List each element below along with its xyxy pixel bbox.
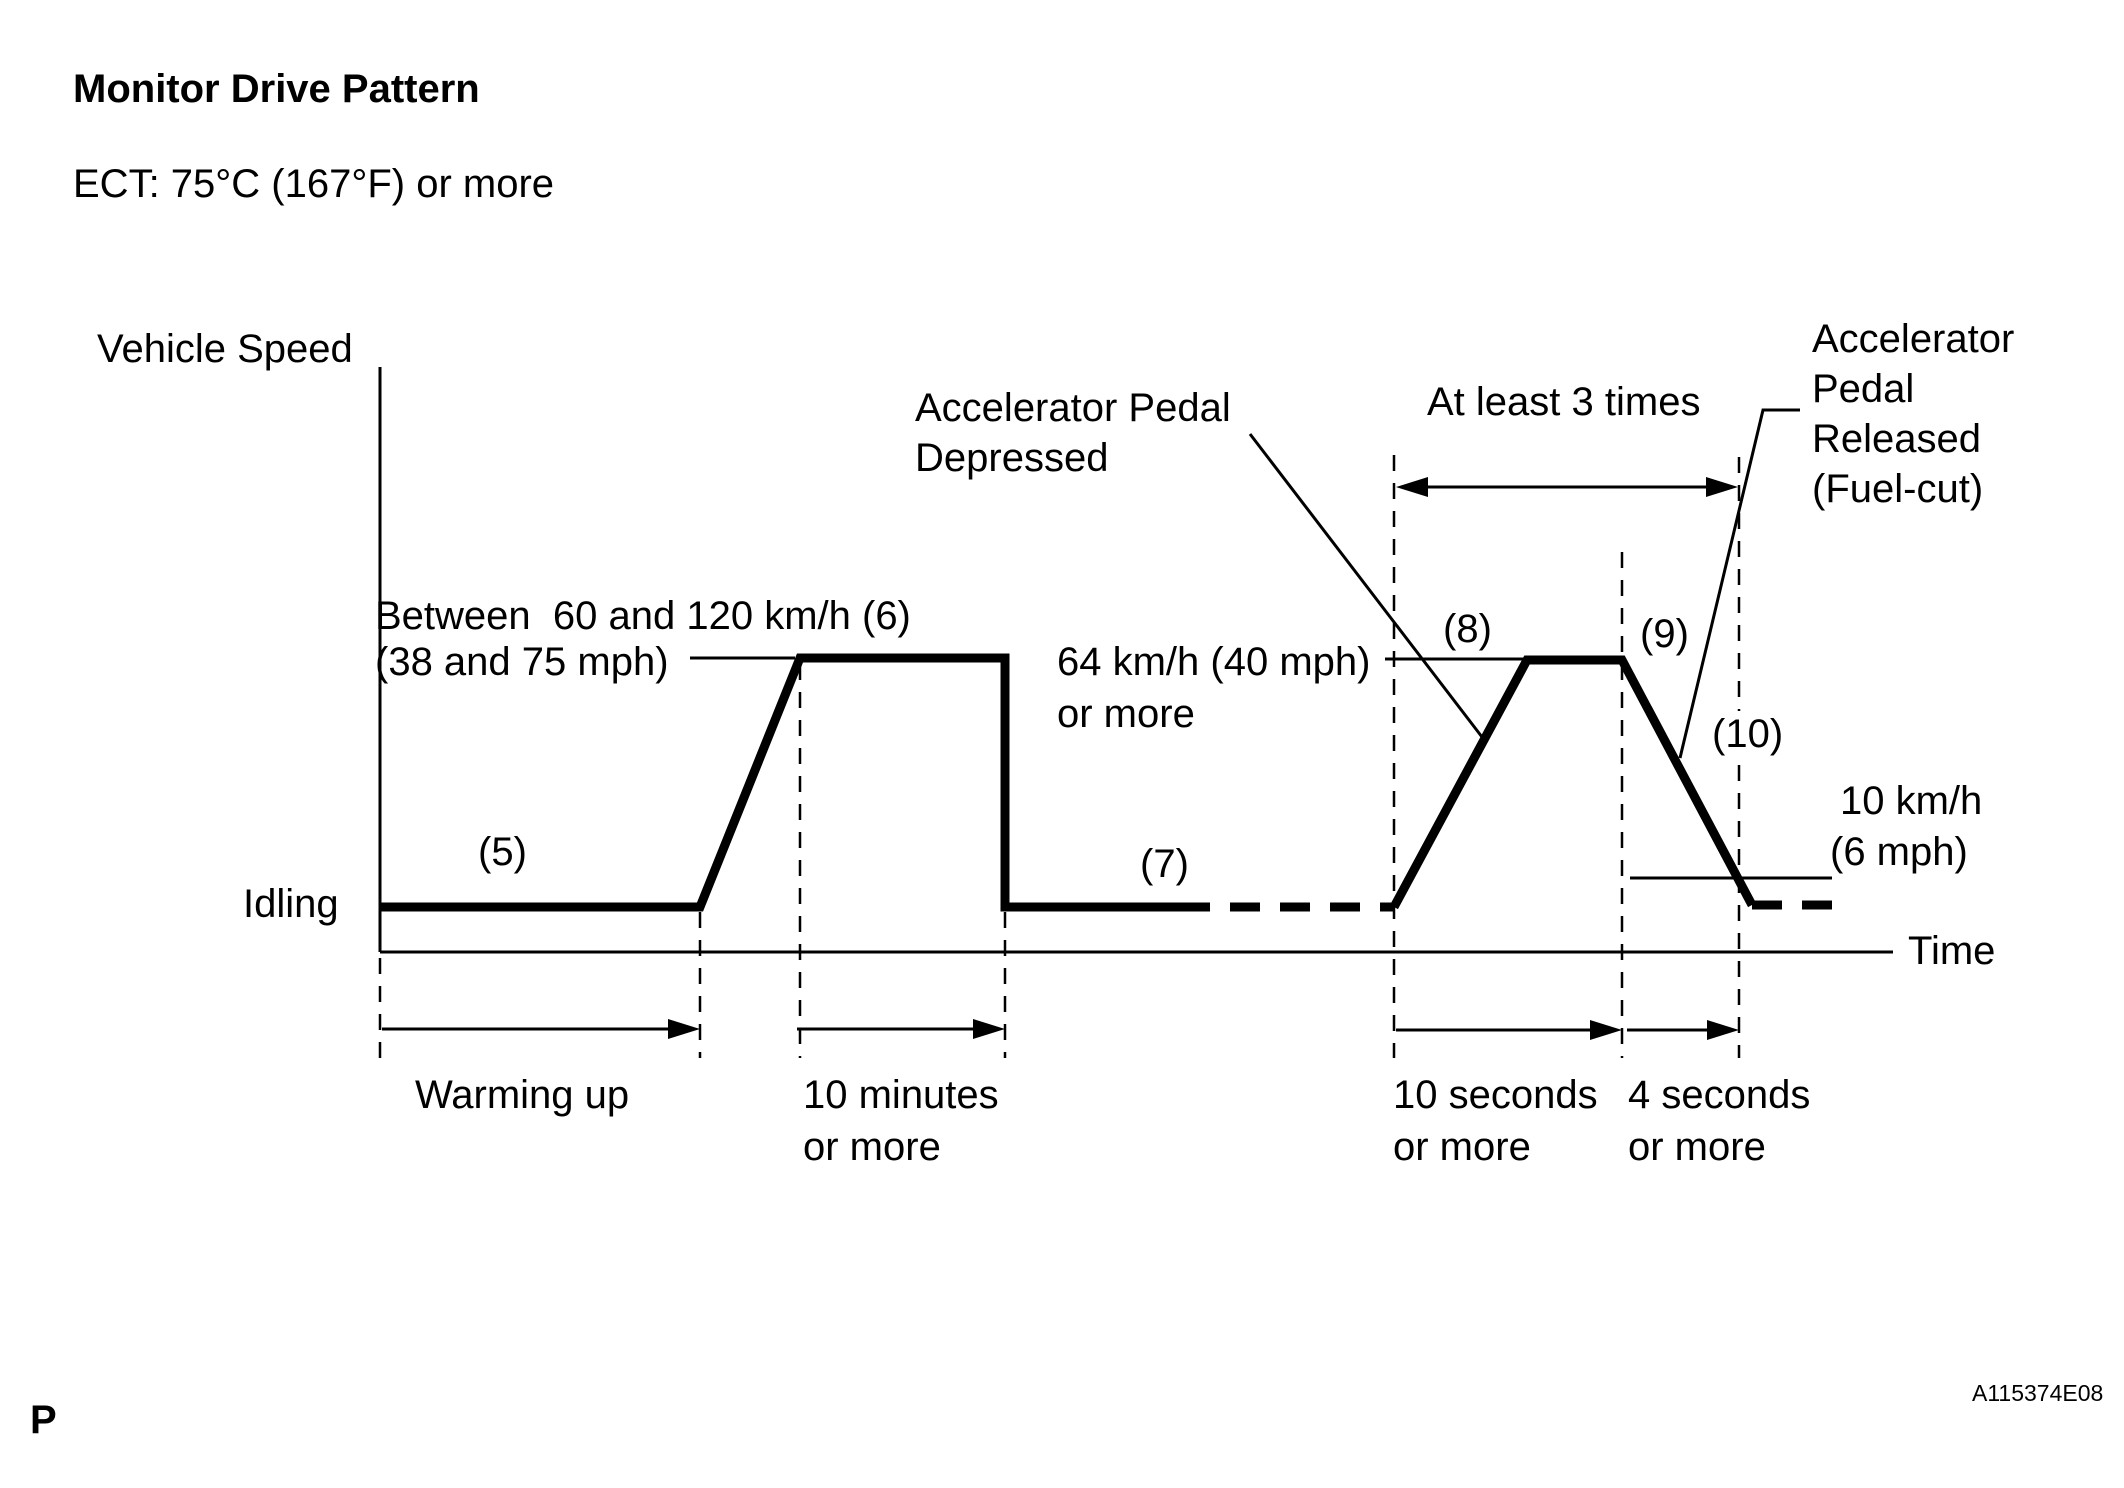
ten-seconds-caption-line2: or more (1393, 1125, 1531, 1169)
speed64-annotation-line2: or more (1057, 692, 1195, 736)
ten-minutes-arrow (797, 1019, 1005, 1039)
step-label-5: (5) (478, 830, 527, 874)
ten-seconds-caption-line1: 10 seconds (1393, 1073, 1598, 1117)
idling-label: Idling (243, 882, 339, 926)
ten-seconds-arrow (1396, 1020, 1622, 1040)
step-label-8: (8) (1443, 607, 1492, 651)
speed10-annotation-line2: (6 mph) (1830, 830, 1968, 874)
four-seconds-arrow (1627, 1020, 1739, 1040)
accelerator-released-label-line4: (Fuel-cut) (1812, 467, 1984, 511)
at-least-3-times-arrow (1396, 477, 1738, 497)
page-marker: P (30, 1398, 57, 1442)
waveform-pulse2 (1390, 655, 1756, 910)
step-label-10: (10) (1708, 711, 1788, 759)
speed10-annotation-line1: 10 km/h (1840, 779, 1983, 823)
accelerator-released-pointer-line (1678, 408, 1800, 759)
accelerator-released-label-line1: Accelerator (1812, 317, 2015, 361)
warming-up-arrow (382, 1019, 700, 1039)
accelerator-released-label-line3: Released (1812, 417, 1982, 461)
ten-minutes-caption-line2: or more (803, 1125, 941, 1169)
speed64-annotation-line1: 64 km/h (40 mph) (1057, 640, 1371, 684)
accelerator-depressed-label-line2: Depressed (915, 436, 1109, 480)
page-title: Monitor Drive Pattern (73, 67, 480, 111)
waveform-pulse1 (380, 653, 1180, 912)
ten-minutes-caption-line1: 10 minutes (803, 1073, 999, 1117)
accelerator-depressed-pointer-line (1248, 433, 1484, 738)
four-seconds-caption-line1: 4 seconds (1628, 1073, 1811, 1117)
warming-up-caption: Warming up (415, 1073, 630, 1117)
y-axis-label: Vehicle Speed (97, 327, 353, 371)
figure-code: A115374E08 (1972, 1380, 2104, 1406)
accelerator-released-label-line2: Pedal (1812, 367, 1915, 411)
between-speed-annotation-line2: (38 and 75 mph) (375, 640, 669, 684)
x-axis-label: Time (1908, 929, 1996, 973)
step-label-7: (7) (1140, 842, 1189, 886)
step-label-9: (9) (1640, 612, 1689, 656)
four-seconds-caption-line2: or more (1628, 1125, 1766, 1169)
between-speed-annotation-line1: Between 60 and 120 km/h (6) (375, 594, 911, 638)
ect-condition-text: ECT: 75°C (167°F) or more (73, 162, 555, 206)
at-least-3-times-label: At least 3 times (1427, 380, 1701, 424)
accelerator-depressed-label-line1: Accelerator Pedal (915, 386, 1231, 430)
